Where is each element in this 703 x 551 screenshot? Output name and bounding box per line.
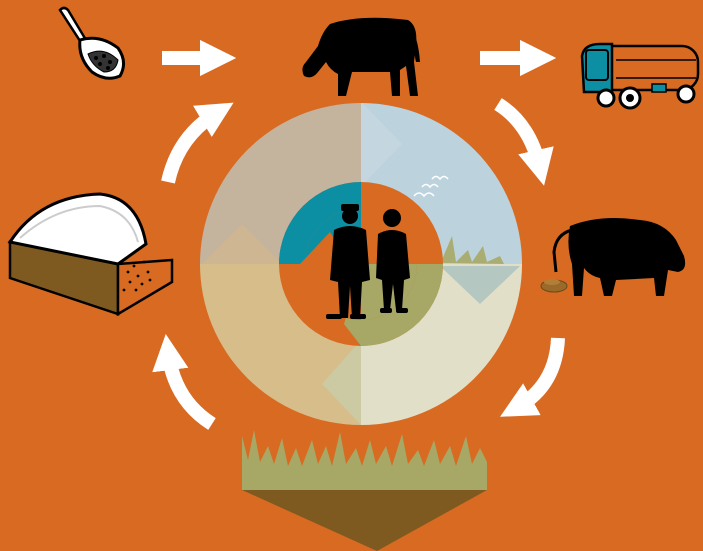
- arrow-cow-to-grass: [500, 337, 565, 417]
- silage-clamp-icon: [7, 192, 174, 317]
- grass-soil-icon: [242, 430, 487, 551]
- scoop-icon: [58, 6, 125, 80]
- ring-inner-teal: [279, 182, 361, 264]
- cycle-arrows: [152, 39, 565, 430]
- arrow-grass-to-silage: [152, 333, 216, 430]
- ring-chevron-right: [440, 266, 520, 304]
- arrow-truck-to-cow: [494, 98, 554, 186]
- cow-manure-icon: [540, 218, 686, 296]
- ring-chevron-bottom: [322, 340, 361, 425]
- arrow-silage-to-scoop: [161, 102, 234, 184]
- birds: [413, 175, 449, 198]
- milk-truck-icon: [580, 42, 700, 110]
- cow-eating-icon: [302, 17, 420, 96]
- ring-chevron-top: [361, 103, 402, 186]
- ring-chevron-left: [202, 224, 282, 264]
- farmers-couple-icon: [326, 204, 410, 319]
